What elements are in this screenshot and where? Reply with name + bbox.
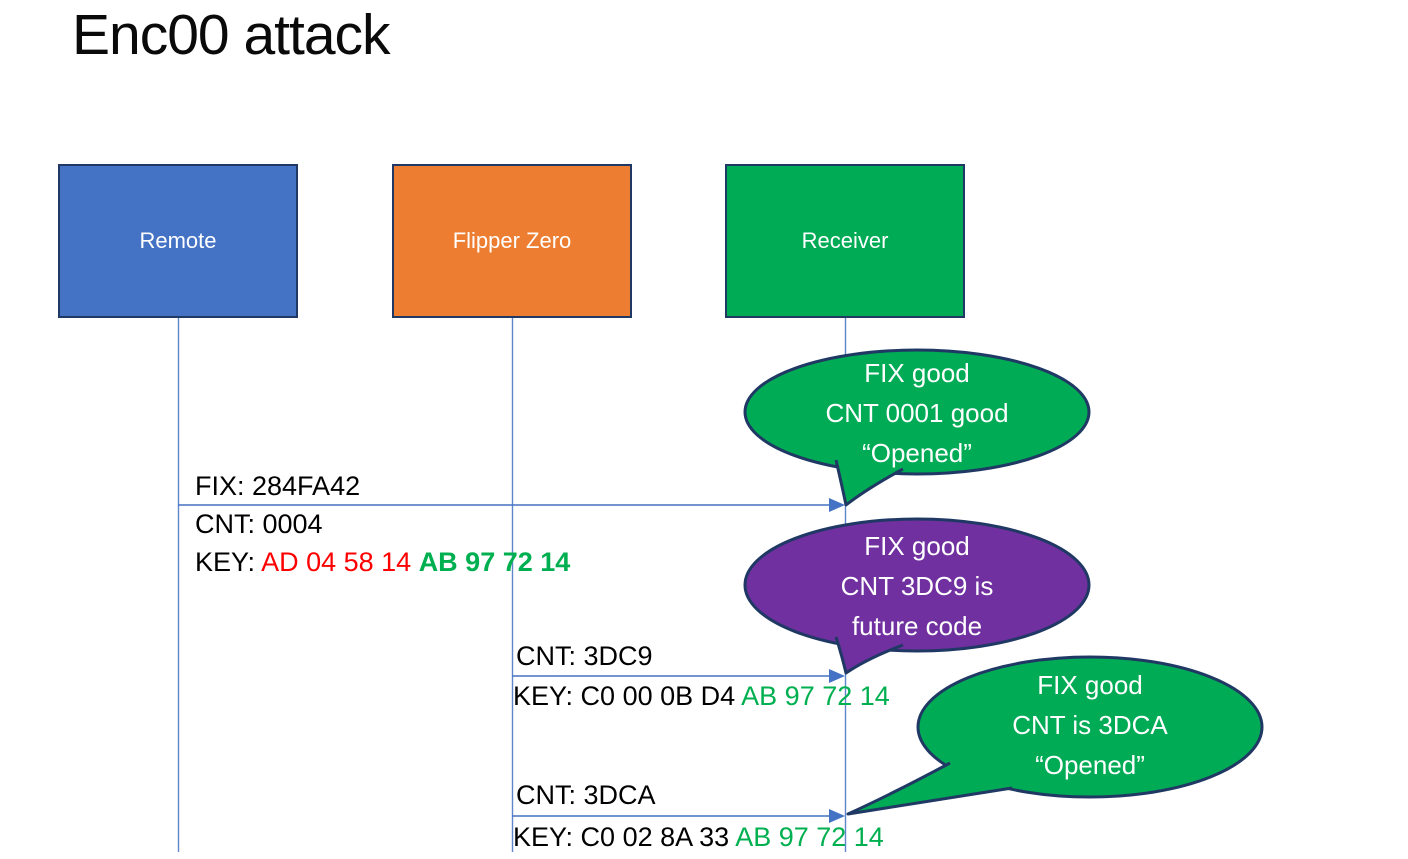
- msg1-fix-label: FIX: 284FA42: [195, 471, 361, 501]
- key-green-bytes: AB 97 72 14: [741, 681, 890, 711]
- page-title: Enc00 attack: [72, 3, 391, 67]
- callout-bubble-opened-1: [743, 348, 1091, 507]
- key-black-bytes: C0 00 0B D4: [580, 681, 742, 711]
- key-prefix: KEY:: [513, 822, 581, 852]
- key-prefix: KEY:: [513, 681, 581, 711]
- key-red-bytes: AD 04 58 14: [261, 547, 419, 577]
- key-black-bytes: C0 02 8A 33: [580, 822, 736, 852]
- arrowhead-icon: [829, 809, 845, 823]
- callout-line: CNT is 3DCA: [1012, 710, 1168, 740]
- arrow-remote-to-receiver: [178, 498, 845, 512]
- arrowhead-icon: [829, 498, 845, 512]
- callout3-text: FIX good CNT is 3DCA “Opened”: [918, 665, 1262, 785]
- arrowhead-icon: [829, 669, 845, 683]
- callout1-text: FIX good CNT 0001 good “Opened”: [745, 353, 1089, 473]
- key-green-bytes: AB 97 72 14: [735, 822, 884, 852]
- callout-line: future code: [851, 611, 983, 641]
- callout2-text: FIX good CNT 3DC9 is future code: [745, 526, 1089, 646]
- arrow-flipper-to-receiver-2: [512, 809, 845, 823]
- callout-line: CNT 3DC9 is: [840, 571, 994, 601]
- actor-label: Remote: [139, 228, 217, 253]
- actor-label: Flipper Zero: [452, 228, 572, 253]
- actor-box-remote: Remote: [58, 164, 298, 318]
- actor-box-receiver: Receiver: [725, 164, 965, 318]
- msg1-cnt-label: CNT: 0004: [195, 509, 323, 539]
- key-green-bytes: AB 97 72 14: [418, 547, 571, 577]
- callout-line: “Opened”: [1035, 750, 1145, 780]
- key-prefix: KEY:: [195, 547, 262, 577]
- callout-bubble-future-code: [743, 517, 1091, 675]
- actor-box-flipper-zero: Flipper Zero: [392, 164, 632, 318]
- msg1-key-label: KEY: AD 04 58 14 AB 97 72 14: [195, 547, 570, 578]
- msg2-cnt-label: CNT: 3DC9: [516, 641, 653, 671]
- callout-bubble-opened-2: [846, 655, 1264, 816]
- actor-label: Receiver: [801, 228, 889, 253]
- callout-line: FIX good: [1037, 670, 1143, 700]
- arrow-flipper-to-receiver-1: [512, 669, 845, 683]
- callout-line: “Opened”: [862, 438, 972, 468]
- callout-line: FIX good: [864, 358, 970, 388]
- msg3-cnt-label: CNT: 3DCA: [516, 780, 656, 810]
- callout-line: FIX good: [864, 531, 970, 561]
- msg2-key-label: KEY: C0 00 0B D4 AB 97 72 14: [513, 681, 890, 712]
- msg3-key-label: KEY: C0 02 8A 33 AB 97 72 14: [513, 822, 884, 853]
- callout-line: CNT 0001 good: [825, 398, 1009, 428]
